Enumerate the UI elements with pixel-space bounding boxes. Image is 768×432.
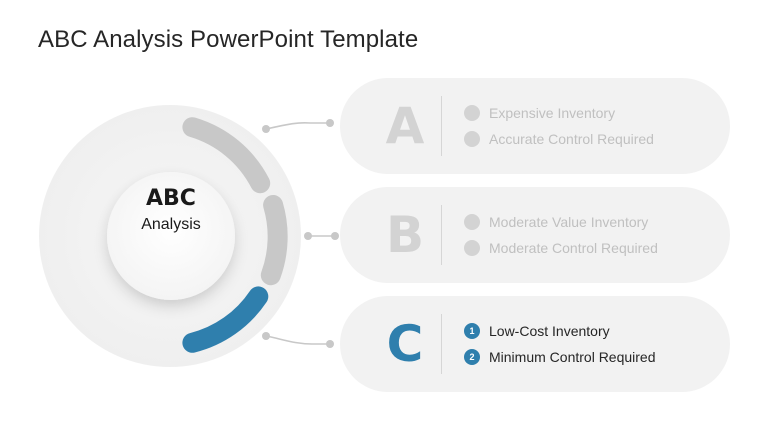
center-disc [107,172,235,300]
center-label-line1: ABC [146,186,196,211]
category-b-panel: B Moderate Value Inventory Moderate Cont… [340,187,730,283]
list-item-text: Moderate Control Required [489,240,658,256]
bullet-dot-icon [464,214,480,230]
list-item: Expensive Inventory [464,100,654,126]
category-c-divider [441,314,442,374]
list-item-text: Expensive Inventory [489,105,616,121]
category-c-panel: C 1 Low-Cost Inventory 2 Minimum Control… [340,296,730,392]
arc-segment-c [182,286,269,353]
category-b-letter: B [385,206,425,264]
category-a-divider [441,96,442,156]
category-b-divider [441,205,442,265]
category-a-letter: A [385,97,425,155]
list-item: Accurate Control Required [464,126,654,152]
connector-a [262,119,334,133]
list-item: 1 Low-Cost Inventory [464,318,656,344]
list-item-text: Accurate Control Required [489,131,654,147]
arc-segment-b [260,195,288,286]
list-item: Moderate Value Inventory [464,209,658,235]
list-item-text: Low-Cost Inventory [489,323,610,339]
connector-c [262,332,334,348]
bullet-dot-icon [464,240,480,256]
bullet-dot-icon [464,131,480,147]
arc-segment-a [182,117,271,194]
bullet-dot-icon [464,105,480,121]
connector-b [304,232,339,240]
number-badge-1-icon: 1 [464,323,480,339]
number-badge-2-icon: 2 [464,349,480,365]
center-label: ABC Analysis [107,186,235,236]
category-c-list: 1 Low-Cost Inventory 2 Minimum Control R… [464,318,656,370]
category-b-list: Moderate Value Inventory Moderate Contro… [464,209,658,261]
list-item-text: Minimum Control Required [489,349,656,365]
category-c-letter: C [386,315,424,373]
category-a-panel: A Expensive Inventory Accurate Control R… [340,78,730,174]
list-item: Moderate Control Required [464,235,658,261]
slide-title: ABC Analysis PowerPoint Template [38,26,419,53]
list-item: 2 Minimum Control Required [464,344,656,370]
category-a-list: Expensive Inventory Accurate Control Req… [464,100,654,152]
center-label-line2: Analysis [141,216,201,233]
list-item-text: Moderate Value Inventory [489,214,649,230]
